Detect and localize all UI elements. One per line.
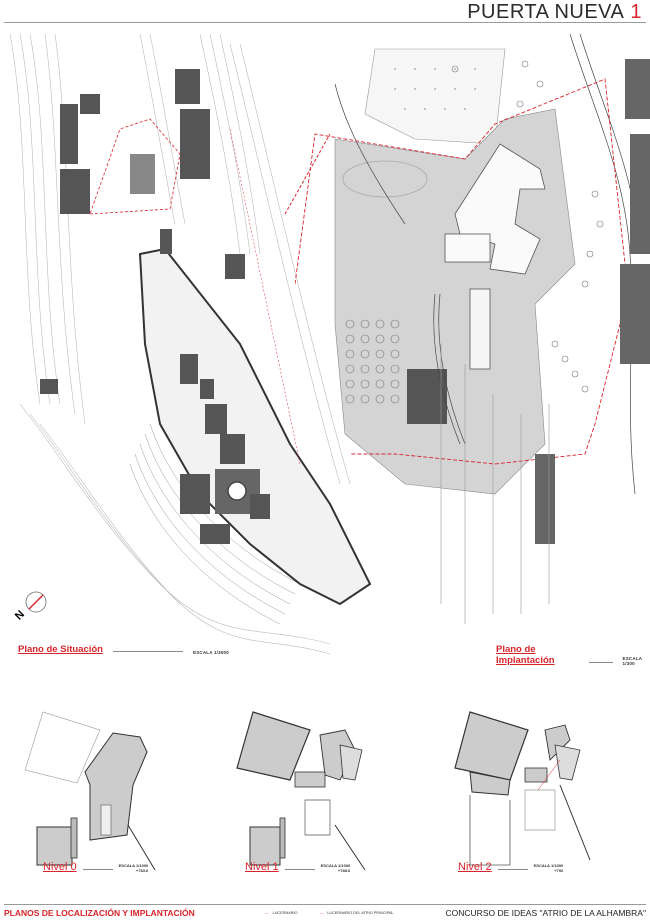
implantation-map	[294, 24, 650, 624]
level-2-caption: Nivel 2 ESCALA 1/1000+792	[458, 861, 563, 873]
competition-title: CONCURSO DE IDEAS "ATRIO DE LA ALHAMBRA"	[445, 908, 646, 918]
legend-swatch: —	[319, 911, 324, 915]
caption-rule	[589, 662, 613, 663]
caption-rule	[113, 651, 183, 652]
top-divider	[4, 22, 646, 23]
footer: PLANOS DE LOCALIZACIÓN Y IMPLANTACIÓN — …	[4, 907, 646, 919]
legend-label: LUCERNARIO	[272, 911, 298, 915]
situation-map-caption: Plano de Situación ESCALA 1/3000	[18, 644, 229, 655]
implantation-map-title: Plano de Implantación	[496, 644, 555, 666]
title-text: PUERTA NUEVA	[467, 1, 625, 23]
legend-item-lucernario-atrio: — LUCERNARIO DEL ATRIO PRINCIPAL	[319, 911, 393, 915]
caption-rule	[82, 869, 113, 870]
level-2-scale: ESCALA 1/1000+792	[533, 863, 564, 873]
situation-map	[0, 24, 400, 664]
caption-rule	[284, 869, 315, 870]
level-1-scale: ESCALA 1/1000+788.6	[320, 863, 351, 873]
situation-map-scale: ESCALA 1/3000	[193, 650, 229, 655]
svg-text:N: N	[13, 608, 27, 622]
level-0-scale: ESCALA 1/1000+783.6	[118, 863, 149, 873]
level-1-caption: Nivel 1 ESCALA 1/1000+788.6	[245, 861, 350, 873]
footer-section-title: PLANOS DE LOCALIZACIÓN Y IMPLANTACIÓN	[4, 908, 195, 918]
legend-swatch: —	[264, 911, 269, 915]
level-1-name: Nivel 1	[245, 861, 279, 873]
legend-item-lucernario: — LUCERNARIO	[265, 911, 298, 915]
level-2-name: Nivel 2	[458, 861, 492, 873]
level-0-name: Nivel 0	[43, 861, 77, 873]
caption-rule	[497, 869, 528, 870]
north-arrow-icon: N	[10, 588, 50, 622]
legend-label: LUCERNARIO DEL ATRIO PRINCIPAL	[327, 911, 394, 915]
situation-map-title: Plano de Situación	[18, 644, 103, 655]
level-plan-2: Nivel 2 ESCALA 1/1000+792	[440, 700, 650, 875]
implantation-map-caption: Plano de Implantación ESCALA 1/300	[496, 644, 650, 666]
level-0-caption: Nivel 0 ESCALA 1/1000+783.6	[43, 861, 148, 873]
footer-divider	[4, 904, 646, 905]
level-plan-1: Nivel 1 ESCALA 1/1000+788.6	[225, 700, 435, 875]
level-plan-0: Nivel 0 ESCALA 1/1000+783.6	[5, 700, 215, 875]
title-number: 1	[630, 1, 642, 23]
implantation-map-scale: ESCALA 1/300	[622, 656, 643, 666]
